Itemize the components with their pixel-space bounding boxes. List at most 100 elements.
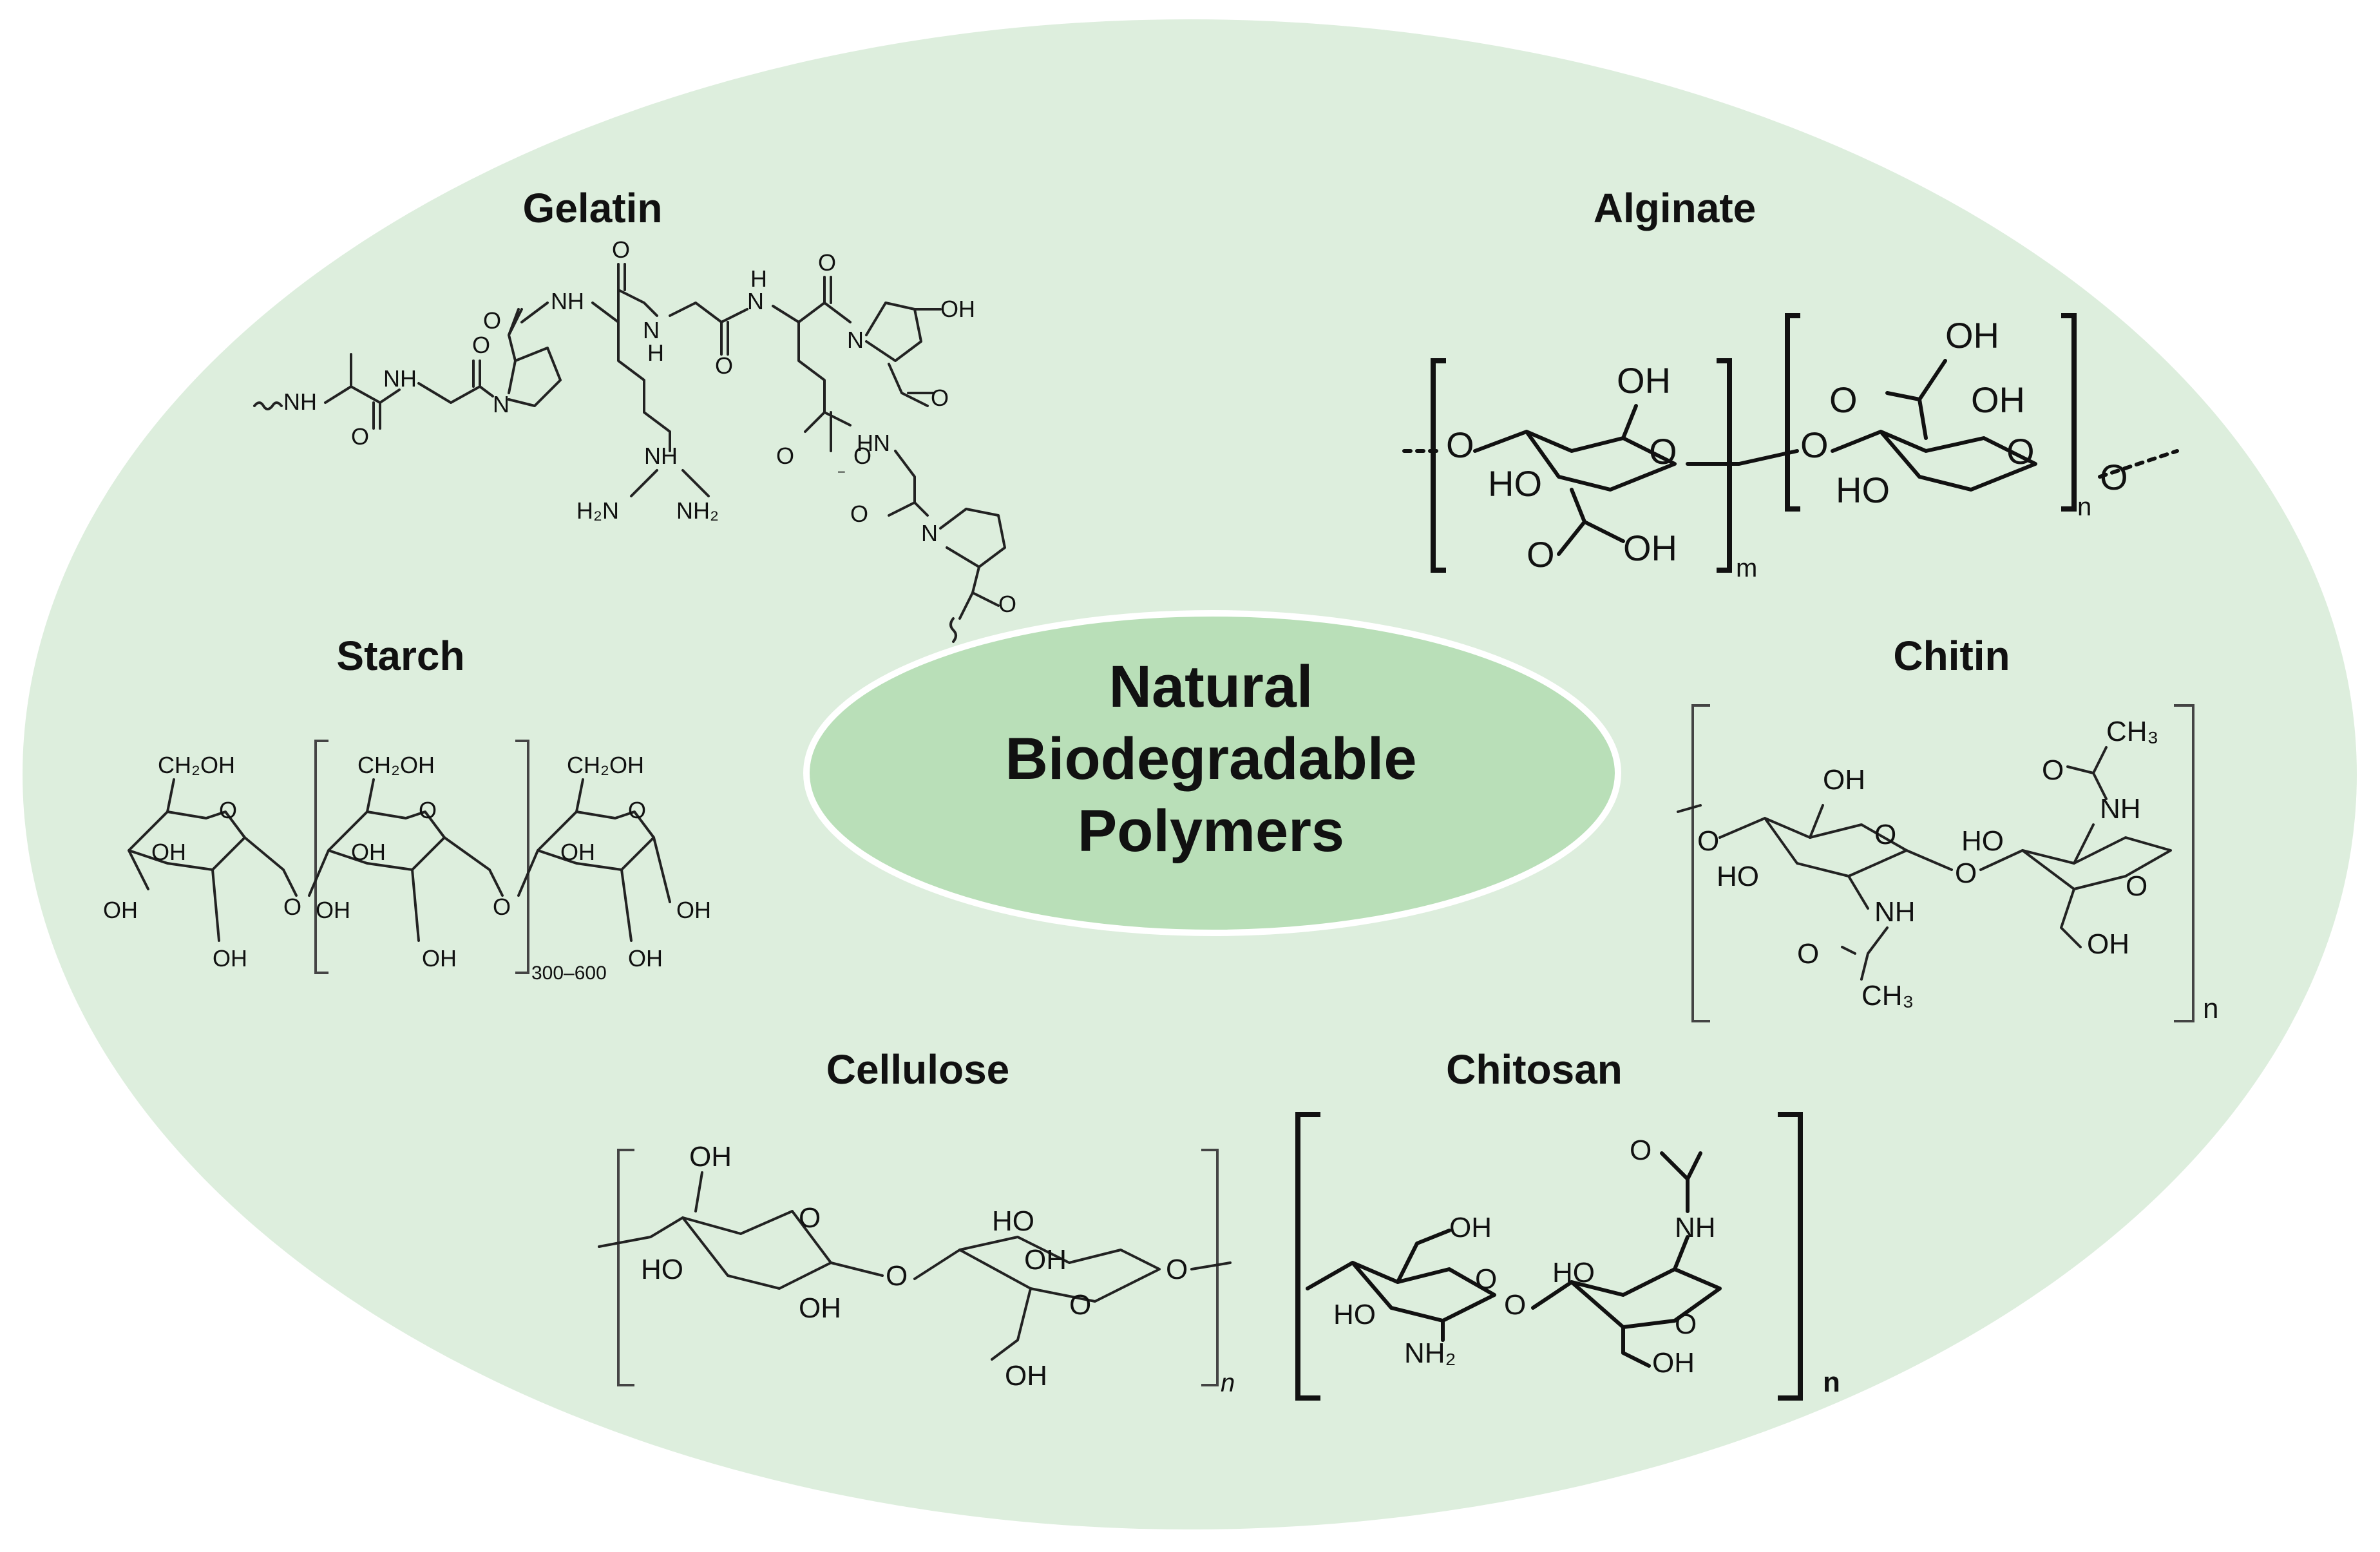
cellulose-repeat: n (1221, 1369, 1235, 1397)
svg-text:OH: OH (316, 897, 350, 923)
svg-text:H₂N: H₂N (576, 497, 619, 524)
svg-text:OH: OH (1945, 315, 1999, 356)
svg-text:CH₂OH: CH₂OH (567, 752, 644, 778)
svg-text:OH: OH (1652, 1347, 1695, 1379)
cellulose-structure: OH O HO OH O HO OH O OH O n (598, 1141, 1235, 1397)
svg-text:NH: NH (383, 365, 417, 392)
svg-text:OH: OH (628, 945, 663, 972)
svg-text:N: N (847, 327, 864, 353)
svg-text:O: O (850, 501, 868, 527)
svg-text:O: O (2100, 457, 2128, 497)
svg-text:O: O (1649, 431, 1677, 472)
alginate-structure: O OH O HO O OH O O OH OH O HO O m n (1402, 313, 2179, 582)
svg-text:O: O (818, 249, 836, 276)
chitin-structure: O OH O HO NH O CH₃ O HO O NH O CH₃ OH n (1677, 704, 2218, 1024)
svg-text:HN: HN (857, 430, 890, 456)
svg-text:CH₃: CH₃ (1861, 980, 1914, 1011)
svg-text:CH₃: CH₃ (2106, 716, 2158, 747)
svg-text:OH: OH (560, 839, 595, 865)
svg-text:HO: HO (1836, 470, 1890, 510)
svg-text:O: O (1955, 857, 1977, 889)
svg-text:OH: OH (940, 296, 975, 322)
svg-text:O: O (2006, 431, 2035, 472)
svg-text:HO: HO (1717, 861, 1759, 892)
svg-text:NH₂: NH₂ (676, 497, 719, 524)
svg-text:O: O (1675, 1308, 1697, 1340)
center-ellipse (803, 610, 1621, 936)
svg-text:O: O (1446, 425, 1474, 465)
svg-text:O: O (853, 443, 871, 469)
svg-text:−: − (837, 464, 846, 480)
cellulose-label: Cellulose (826, 1046, 1010, 1093)
svg-text:OH: OH (689, 1141, 732, 1173)
svg-text:NH: NH (1874, 896, 1916, 928)
svg-text:NH: NH (551, 288, 584, 314)
svg-text:N: N (643, 317, 660, 343)
svg-text:O: O (1166, 1254, 1188, 1285)
svg-text:O: O (1069, 1289, 1091, 1321)
svg-text:OH: OH (1823, 764, 1865, 796)
svg-text:OH: OH (213, 945, 247, 972)
svg-text:N: N (493, 391, 509, 417)
svg-text:O: O (1504, 1289, 1526, 1321)
center-title: Natural Biodegradable Polymers (818, 651, 1604, 867)
svg-text:CH₂OH: CH₂OH (357, 752, 435, 778)
svg-text:HO: HO (1552, 1257, 1595, 1289)
svg-text:OH: OH (1617, 360, 1671, 401)
starch-repeat: 300–600 (531, 963, 607, 984)
center-title-line-2: Biodegradable (1005, 726, 1417, 792)
svg-text:NH: NH (283, 388, 317, 415)
chitosan-structure: OH O HO NH₂ O HO O NH O OH n (1295, 1112, 1840, 1401)
gelatin-label: Gelatin (523, 185, 663, 231)
svg-text:OH: OH (676, 897, 711, 923)
starch-structure: CH₂OH O OH OH OH O CH₂OH O OH OH OH O CH… (103, 740, 711, 984)
svg-text:O: O (351, 423, 369, 450)
svg-text:OH: OH (799, 1292, 841, 1324)
svg-text:O: O (472, 332, 490, 358)
svg-text:CH₂OH: CH₂OH (158, 752, 235, 778)
chitosan-label: Chitosan (1446, 1046, 1623, 1093)
chitosan-repeat: n (1823, 1366, 1840, 1398)
svg-text:O: O (283, 894, 301, 920)
svg-text:O: O (612, 236, 630, 263)
svg-text:OH: OH (1024, 1244, 1067, 1276)
svg-text:OH: OH (351, 839, 386, 865)
gelatin-structure: NH O NH O N O NH O H N O N H O N OH O O … (253, 236, 1016, 643)
svg-text:O: O (998, 591, 1016, 617)
svg-text:N: N (921, 520, 938, 546)
alginate-label: Alginate (1594, 185, 1756, 231)
svg-text:OH: OH (2087, 928, 2129, 960)
alginate-repeat-m: m (1736, 554, 1757, 582)
alginate-repeat-n: n (2077, 493, 2091, 521)
chitin-repeat: n (2203, 993, 2218, 1024)
svg-text:O: O (1874, 819, 1896, 850)
svg-text:O: O (493, 894, 511, 920)
svg-text:O: O (1475, 1263, 1497, 1295)
svg-text:O: O (799, 1202, 821, 1234)
svg-text:O: O (715, 352, 733, 379)
svg-text:H: H (647, 340, 664, 366)
svg-text:O: O (219, 797, 237, 823)
svg-text:O: O (419, 797, 437, 823)
svg-text:HO: HO (1961, 825, 2004, 857)
svg-text:O: O (1527, 534, 1555, 575)
svg-text:HO: HO (641, 1254, 683, 1285)
svg-text:NH: NH (1675, 1212, 1716, 1243)
svg-text:O: O (483, 307, 501, 334)
svg-text:H: H (750, 265, 767, 292)
svg-text:HO: HO (992, 1205, 1034, 1237)
svg-text:O: O (1800, 425, 1829, 465)
svg-text:O: O (2126, 870, 2147, 902)
svg-text:OH: OH (1449, 1212, 1492, 1243)
svg-text:HO: HO (1488, 463, 1542, 504)
svg-text:O: O (931, 385, 949, 411)
svg-text:OH: OH (1623, 528, 1677, 568)
svg-text:N: N (747, 288, 764, 314)
svg-text:O: O (1697, 825, 1719, 857)
center-title-line-1: Natural (1109, 654, 1313, 720)
svg-text:NH₂: NH₂ (1404, 1337, 1456, 1369)
svg-text:O: O (1829, 379, 1858, 420)
svg-text:NH: NH (644, 443, 678, 469)
starch-label: Starch (336, 633, 464, 679)
